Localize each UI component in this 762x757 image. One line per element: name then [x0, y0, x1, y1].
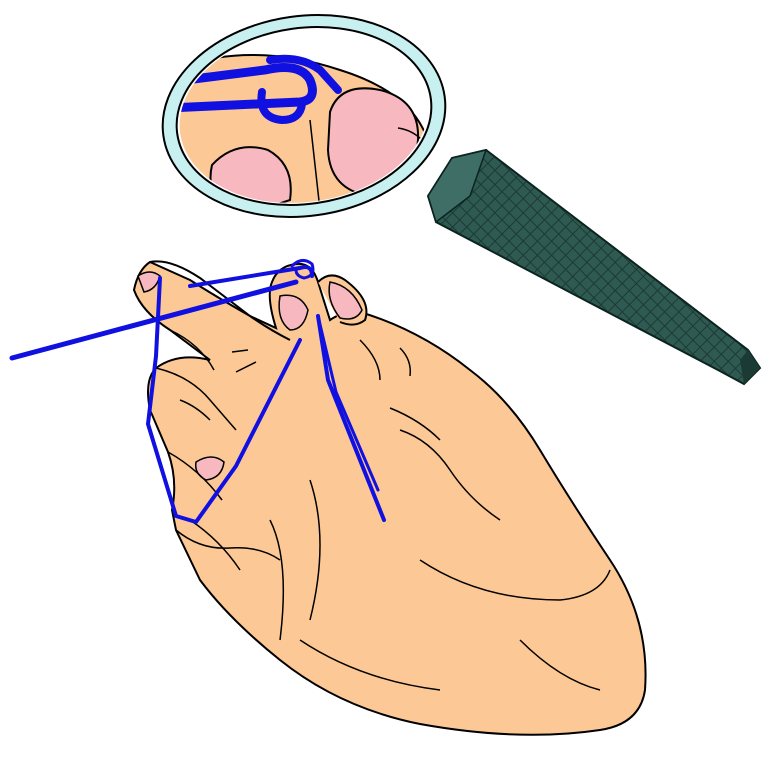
magnifier-handle: [428, 150, 760, 384]
magnifier-lens: [149, 0, 458, 235]
